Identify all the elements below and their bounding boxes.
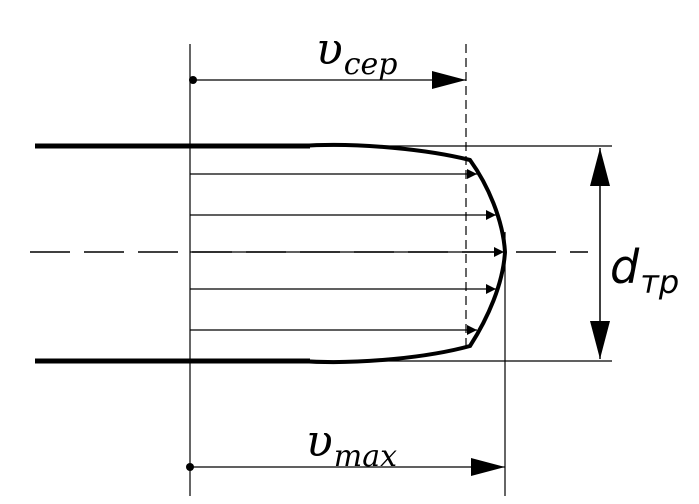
max-velocity-label: υmax [306, 420, 397, 472]
mean-velocity-symbol: υ [316, 24, 343, 75]
pipe-diameter-subscript: тр [640, 263, 680, 301]
max-velocity-subscript: max [333, 439, 398, 474]
velocity-profile-curve [299, 142, 508, 365]
diameter-arrow-top [590, 148, 610, 186]
pipe-diameter-label: dтр [610, 244, 679, 298]
max-velocity-symbol: υ [306, 416, 333, 467]
diameter-arrow-bottom [590, 321, 610, 359]
pipe-diameter-symbol: d [610, 240, 640, 294]
mean-velocity-label: υcep [316, 28, 398, 80]
mean-velocity-subscript: cep [343, 47, 398, 82]
